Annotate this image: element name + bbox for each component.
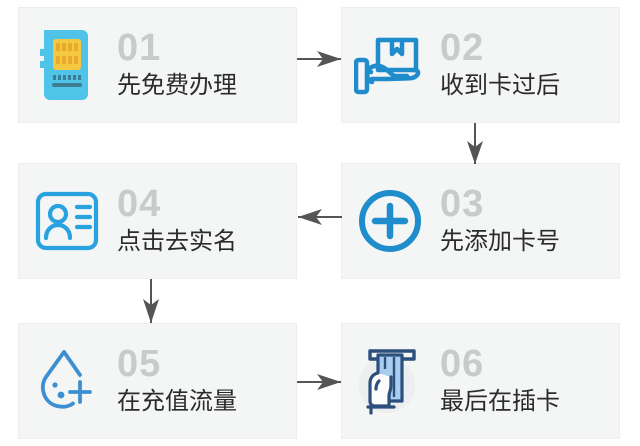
hand-receiving-package-icon: [342, 15, 438, 115]
id-card-person-icon: [19, 171, 115, 271]
step-number: 02: [440, 27, 485, 70]
step-card-01[interactable]: 01 先免费办理: [18, 7, 297, 123]
step-label: 在充值流量: [117, 386, 237, 415]
step-card-06-text: 06 最后在插卡: [438, 343, 560, 415]
step-card-05-text: 05 在充值流量: [115, 343, 237, 415]
arrow-step4-to-step5: [140, 279, 162, 329]
step-card-06[interactable]: 06 最后在插卡: [341, 323, 620, 439]
step-number: 05: [117, 343, 162, 386]
step-card-02-text: 02 收到卡过后: [438, 27, 560, 99]
step-label: 最后在插卡: [440, 386, 560, 415]
step-label: 收到卡过后: [440, 70, 560, 99]
plus-circle-icon: [342, 171, 438, 271]
step-card-03-text: 03 先添加卡号: [438, 183, 560, 255]
step-card-04[interactable]: 04 点击去实名: [18, 163, 297, 279]
step-card-02[interactable]: 02 收到卡过后: [341, 7, 620, 123]
step-number: 06: [440, 343, 485, 386]
step-card-03[interactable]: 03 先添加卡号: [341, 163, 620, 279]
step-card-01-text: 01 先免费办理: [115, 27, 237, 99]
step-number: 01: [117, 27, 162, 70]
step-number: 04: [117, 183, 162, 226]
hand-inserting-card-icon: [342, 331, 438, 431]
step-label: 点击去实名: [117, 226, 237, 255]
arrow-step3-to-step4: [297, 206, 342, 233]
step-label: 先添加卡号: [440, 226, 560, 255]
step-card-05[interactable]: 05 在充值流量: [18, 323, 297, 439]
arrow-step1-to-step2: [297, 48, 342, 75]
step-label: 先免费办理: [117, 70, 237, 99]
step-card-04-text: 04 点击去实名: [115, 183, 237, 255]
water-drop-plus-icon: [19, 331, 115, 431]
arrow-step2-to-step3: [464, 123, 486, 170]
sim-card-icon: [19, 15, 115, 115]
arrow-step5-to-step6: [297, 371, 342, 398]
step-number: 03: [440, 183, 485, 226]
